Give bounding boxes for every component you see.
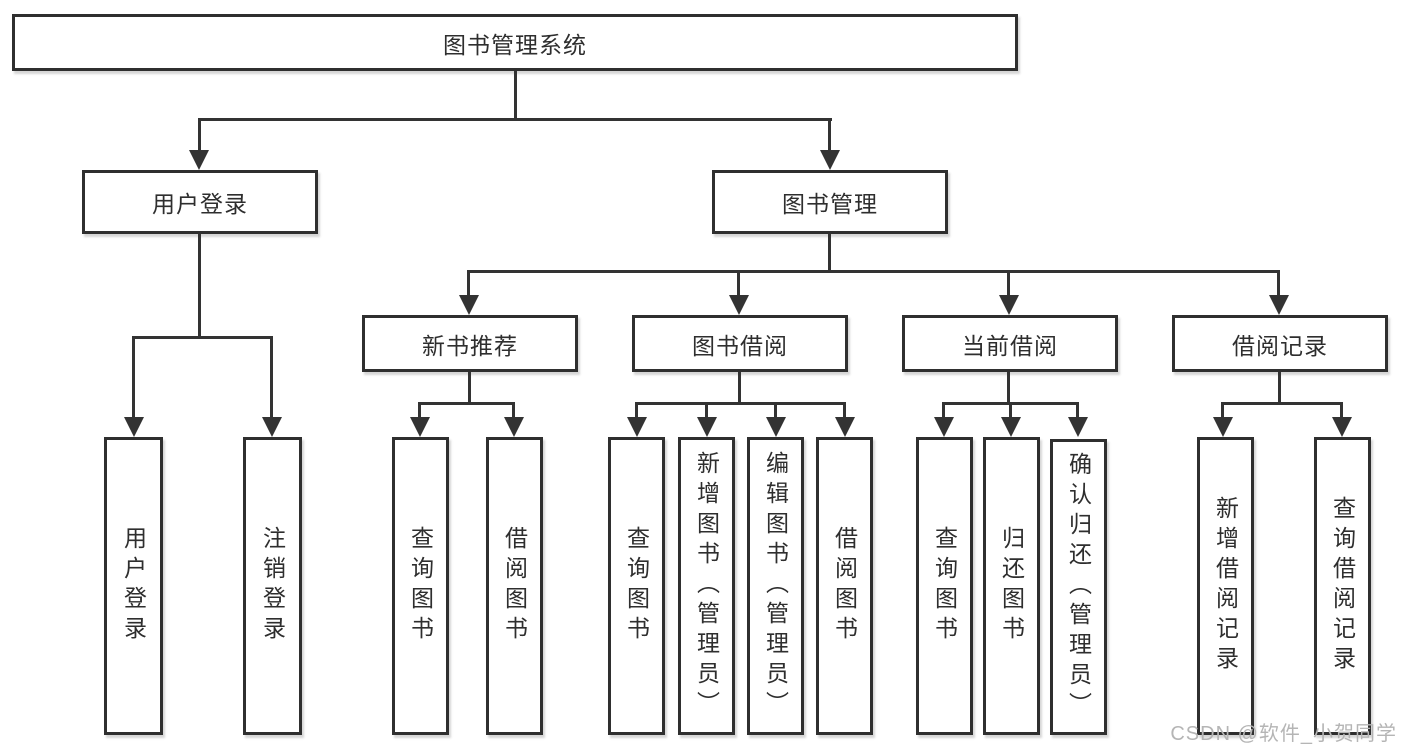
leaf-cb-return-books: 归还图书 xyxy=(983,437,1040,735)
connector-line xyxy=(418,402,515,405)
connector-line xyxy=(198,234,201,339)
arrow-down-icon xyxy=(1068,417,1088,437)
connector-line xyxy=(828,234,831,273)
connector-line xyxy=(467,270,1280,273)
connector-line xyxy=(198,118,832,121)
node-book-borrowing-label: 图书借阅 xyxy=(692,332,788,359)
node-book-management: 图书管理 xyxy=(712,170,948,234)
connector-line xyxy=(514,71,517,119)
watermark: CSDN @软件_小贺同学 xyxy=(1170,723,1397,745)
leaf-logout: 注销登录 xyxy=(243,437,302,735)
leaf-nbr-query-books: 查询图书 xyxy=(392,437,449,735)
arrow-down-icon xyxy=(1269,295,1289,315)
leaf-cb-confirm-return-admin-label: 确认归还（管理员） xyxy=(1065,452,1092,722)
leaf-cb-query-books: 查询图书 xyxy=(916,437,973,735)
arrow-down-icon xyxy=(697,417,717,437)
arrow-down-icon xyxy=(124,417,144,437)
connector-line xyxy=(1221,402,1224,418)
connector-line xyxy=(1278,372,1281,405)
connector-line xyxy=(418,402,421,418)
node-book-management-label: 图书管理 xyxy=(782,191,878,217)
connector-line xyxy=(468,372,471,405)
connector-line xyxy=(512,402,515,418)
leaf-br-query-record: 查询借阅记录 xyxy=(1314,437,1371,735)
leaf-bb-add-book-admin: 新增图书（管理员） xyxy=(678,437,735,735)
connector-line xyxy=(635,402,845,405)
arrow-down-icon xyxy=(820,150,840,170)
arrow-down-icon xyxy=(189,150,209,170)
arrow-down-icon xyxy=(1332,417,1352,437)
leaf-nbr-query-books-label: 查询图书 xyxy=(407,526,434,646)
connector-line xyxy=(132,336,135,419)
connector-line xyxy=(270,336,273,419)
leaf-cb-return-books-label: 归还图书 xyxy=(998,526,1025,646)
arrow-down-icon xyxy=(627,417,647,437)
connector-line xyxy=(1221,402,1343,405)
connector-line xyxy=(132,336,273,339)
connector-line xyxy=(1009,402,1012,418)
connector-line xyxy=(1340,402,1343,418)
connector-line xyxy=(774,402,777,418)
leaf-nbr-borrow-books: 借阅图书 xyxy=(486,437,543,735)
leaf-bb-borrow-books: 借阅图书 xyxy=(816,437,873,735)
node-root-label: 图书管理系统 xyxy=(443,31,587,58)
node-borrowing-records-label: 借阅记录 xyxy=(1232,332,1328,359)
arrow-down-icon xyxy=(729,295,749,315)
node-current-borrowing: 当前借阅 xyxy=(902,315,1118,372)
node-borrowing-records: 借阅记录 xyxy=(1172,315,1388,372)
connector-line xyxy=(738,372,741,405)
leaf-nbr-borrow-books-label: 借阅图书 xyxy=(501,526,528,646)
arrow-down-icon xyxy=(766,417,786,437)
arrow-down-icon xyxy=(934,417,954,437)
connector-line xyxy=(737,270,740,298)
arrow-down-icon xyxy=(999,295,1019,315)
leaf-bb-edit-book-admin: 编辑图书（管理员） xyxy=(747,437,804,735)
connector-line xyxy=(828,118,831,153)
connector-line xyxy=(1076,402,1079,418)
node-user-login-group: 用户登录 xyxy=(82,170,318,234)
node-current-borrowing-label: 当前借阅 xyxy=(962,332,1058,359)
leaf-br-add-record-label: 新增借阅记录 xyxy=(1212,496,1239,676)
arrow-down-icon xyxy=(262,417,282,437)
connector-line xyxy=(198,118,201,153)
arrow-down-icon xyxy=(835,417,855,437)
connector-line xyxy=(942,402,945,418)
node-new-book-recommend-label: 新书推荐 xyxy=(422,332,518,359)
connector-line xyxy=(635,402,638,418)
leaf-user-login: 用户登录 xyxy=(104,437,163,735)
node-new-book-recommend: 新书推荐 xyxy=(362,315,578,372)
arrow-down-icon xyxy=(1213,417,1233,437)
node-user-login-group-label: 用户登录 xyxy=(152,191,248,217)
node-root: 图书管理系统 xyxy=(12,14,1018,71)
connector-line xyxy=(843,402,846,418)
connector-line xyxy=(1277,270,1280,298)
arrow-down-icon xyxy=(504,417,524,437)
leaf-bb-query-books: 查询图书 xyxy=(608,437,665,735)
connector-line xyxy=(705,402,708,418)
leaf-bb-query-books-label: 查询图书 xyxy=(623,526,650,646)
connector-line xyxy=(467,270,470,298)
node-book-borrowing: 图书借阅 xyxy=(632,315,848,372)
leaf-cb-confirm-return-admin: 确认归还（管理员） xyxy=(1050,439,1107,735)
leaf-br-add-record: 新增借阅记录 xyxy=(1197,437,1254,735)
arrow-down-icon xyxy=(459,295,479,315)
arrow-down-icon xyxy=(410,417,430,437)
leaf-bb-edit-book-admin-label: 编辑图书（管理员） xyxy=(762,451,789,721)
leaf-logout-label: 注销登录 xyxy=(259,526,286,646)
leaf-cb-query-books-label: 查询图书 xyxy=(931,526,958,646)
arrow-down-icon xyxy=(1001,417,1021,437)
leaf-br-query-record-label: 查询借阅记录 xyxy=(1329,496,1356,676)
leaf-bb-add-book-admin-label: 新增图书（管理员） xyxy=(693,451,720,721)
connector-line xyxy=(1007,270,1010,298)
leaf-bb-borrow-books-label: 借阅图书 xyxy=(831,526,858,646)
connector-line xyxy=(1007,372,1010,405)
leaf-user-login-label: 用户登录 xyxy=(120,526,147,646)
